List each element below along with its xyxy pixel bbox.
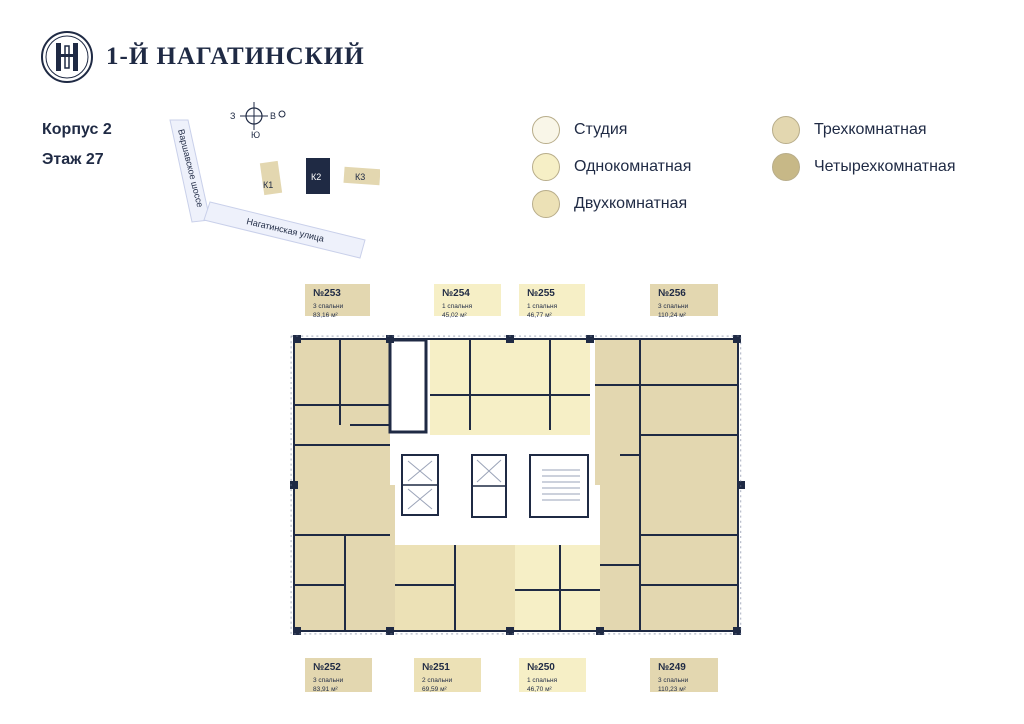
floor-plan	[290, 335, 745, 635]
compass-west: З	[230, 111, 235, 121]
unit-number: №250	[527, 662, 555, 673]
building-label: Корпус 2	[42, 121, 112, 138]
unit-area: 45,02 м²	[442, 312, 467, 319]
legend-item-four-room: Четырехкомнатная	[772, 148, 956, 185]
interior-walls	[295, 340, 737, 630]
unit-card-255[interactable]: №255 1 спальня 46,77 м²	[519, 284, 585, 319]
unit-area: 83,91 м²	[313, 686, 338, 693]
legend-swatch	[532, 152, 560, 181]
legend-column-2: Трехкомнатная Четырехкомнатная	[772, 111, 956, 185]
facade-outline	[290, 335, 742, 635]
ring-monogram-icon	[41, 31, 93, 83]
legend-label: Однокомнатная	[574, 157, 692, 175]
legend-column-1: Студия Однокомнатная Двухкомнатная	[532, 111, 691, 222]
unit-card-249[interactable]: №249 3 спальни 110,23 м²	[650, 658, 718, 693]
unit-rooms: 3 спальни	[313, 677, 344, 684]
unit-card-252[interactable]: №252 3 спальни 83,91 м²	[305, 658, 372, 693]
block-k3[interactable]	[343, 166, 380, 186]
service-shaft	[388, 338, 428, 434]
legend-label: Трехкомнатная	[814, 120, 927, 138]
unit-card-251[interactable]: №251 2 спальни 69,59 м²	[414, 658, 481, 693]
compass-icon	[240, 102, 286, 130]
legend-swatch	[532, 189, 560, 218]
legend-swatch	[532, 115, 560, 144]
unit-card-250[interactable]: №250 1 спальня 46,70 м²	[519, 658, 586, 693]
unit-rooms: 1 спальня	[527, 303, 558, 310]
legend-item-three-room: Трехкомнатная	[772, 111, 956, 148]
apartment-253[interactable]	[295, 340, 390, 485]
block-k3-label: К3	[355, 172, 365, 182]
block-k1-label: К1	[263, 180, 273, 190]
apartment-256[interactable]	[595, 340, 737, 485]
unit-area: 110,23 м²	[658, 686, 686, 693]
unit-card-253[interactable]: №253 3 спальни 83,16 м²	[305, 284, 370, 319]
unit-card-256[interactable]: №256 3 спальни 110,24 м²	[650, 284, 718, 319]
unit-card-254[interactable]: №254 1 спальня 45,02 м²	[434, 284, 501, 319]
legend-swatch	[772, 152, 800, 181]
apartment-249[interactable]	[600, 485, 737, 630]
unit-number: №251	[422, 662, 450, 673]
floor-label: Этаж 27	[42, 151, 104, 168]
unit-number: №249	[658, 662, 686, 673]
legend-item-one-room: Однокомнатная	[532, 148, 691, 185]
unit-rooms: 1 спальня	[442, 303, 473, 310]
legend-label: Двухкомнатная	[574, 194, 688, 212]
legend-swatch	[772, 115, 800, 144]
brand-name: 1-Й НАГАТИНСКИЙ	[106, 43, 365, 70]
unit-rooms: 3 спальни	[658, 303, 689, 310]
unit-number: №256	[658, 288, 686, 299]
unit-area: 46,70 м²	[527, 686, 552, 693]
outer-wall	[293, 338, 739, 632]
compass-east: В	[270, 111, 276, 121]
site-minimap: З В Ю Варшавское шоссе Нагатинская улица…	[169, 102, 380, 259]
unit-rooms: 3 спальни	[658, 677, 689, 684]
unit-area: 69,59 м²	[422, 686, 447, 693]
block-k2-label: К2	[311, 172, 321, 182]
block-k1[interactable]	[259, 160, 283, 196]
unit-area: 83,16 м²	[313, 312, 338, 319]
unit-area: 110,24 м²	[658, 312, 686, 319]
block-k2[interactable]	[306, 158, 330, 194]
building-info: Корпус 2 Этаж 27	[42, 121, 112, 181]
unit-area: 46,77 м²	[527, 312, 552, 319]
unit-number: №254	[442, 288, 470, 299]
legend-label: Четырехкомнатная	[814, 157, 956, 175]
unit-rooms: 2 спальни	[422, 677, 453, 684]
compass-south: Ю	[251, 130, 260, 140]
street-road	[203, 201, 366, 259]
unit-rooms: 3 спальни	[313, 303, 344, 310]
unit-rooms: 1 спальня	[527, 677, 558, 684]
building-core	[395, 435, 595, 545]
brand-header: 1-Й НАГАТИНСКИЙ	[40, 30, 365, 84]
unit-number: №255	[527, 288, 555, 299]
legend-item-two-room: Двухкомнатная	[532, 185, 691, 222]
legend-label: Студия	[574, 120, 628, 138]
legend-item-studio: Студия	[532, 111, 691, 148]
stairwell	[529, 454, 589, 518]
unit-number: №253	[313, 288, 341, 299]
unit-number: №252	[313, 662, 341, 673]
apartment-250[interactable]	[515, 545, 600, 630]
